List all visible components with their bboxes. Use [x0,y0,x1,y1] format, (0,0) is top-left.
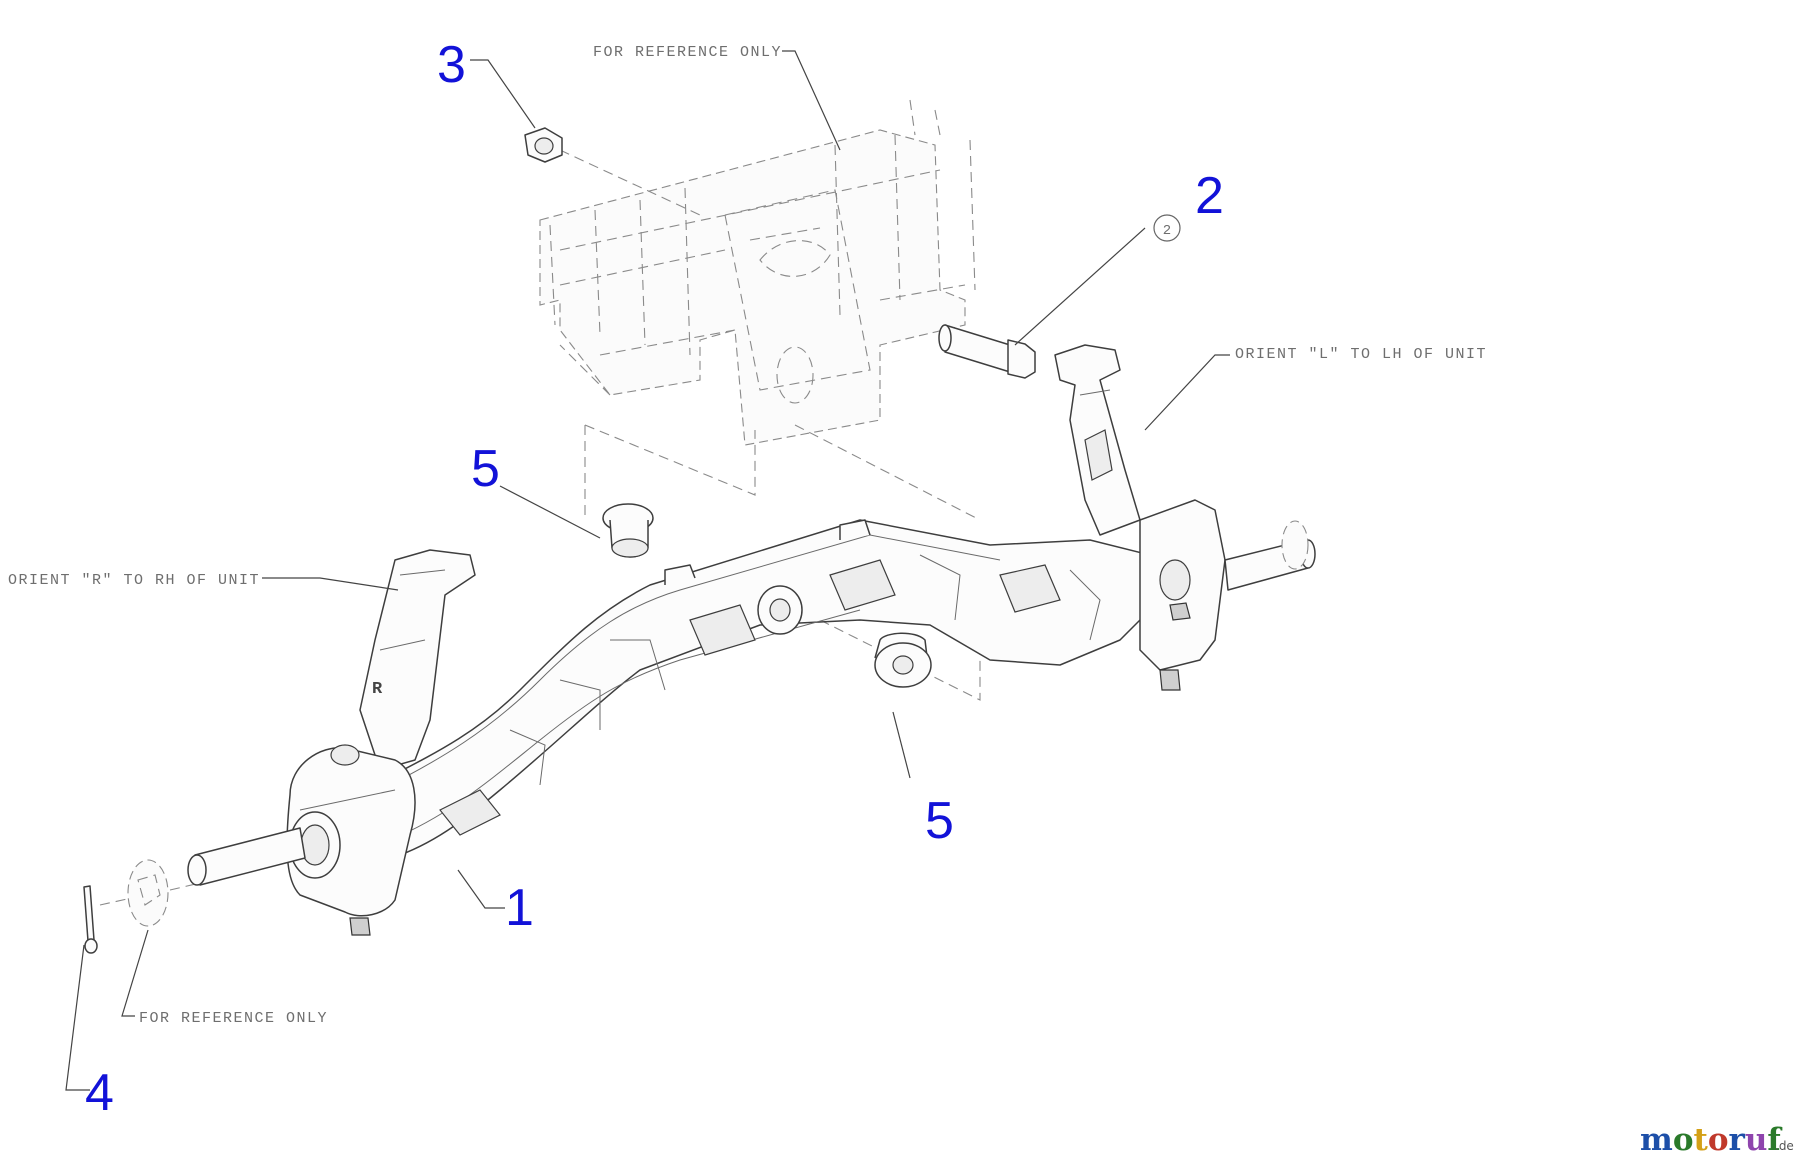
front-axle [187,344,1316,936]
logo-letter: o [1673,1122,1694,1158]
note-orient-left: ORIENT "L" TO LH OF UNIT [1235,346,1487,363]
logo-letter: r [1729,1122,1746,1158]
callout-5-lower: 5 [925,792,954,850]
logo-letter: m [1640,1122,1673,1158]
motoruf-logo: motoruf .de [1640,1122,1794,1158]
logo-letter: u [1745,1122,1768,1158]
pivot-bolt [938,324,1036,379]
spacer-bushing-lower [874,632,932,688]
cotter-pin [83,885,98,954]
bubble-2: 2 [1153,214,1181,242]
logo-letter: o [1708,1122,1729,1158]
motoruf-logo-tld: .de [1775,1139,1794,1153]
callout-2: 2 [1195,167,1224,225]
logo-letter: f [1767,1122,1782,1158]
motoruf-logo-text: motoruf [1640,1122,1782,1158]
reference-washers [127,520,1309,927]
frame-bracket-reference [539,99,976,446]
callout-1: 1 [505,879,534,937]
hex-nut [524,127,563,163]
callout-3: 3 [437,36,466,94]
bubble-2-label: 2 [1163,223,1171,239]
note-orient-right: ORIENT "R" TO RH OF UNIT [8,572,260,589]
callout-4: 4 [85,1064,114,1122]
r-mark: R [372,680,383,699]
note-reference-top: FOR REFERENCE ONLY [593,44,782,61]
note-reference-bottom: FOR REFERENCE ONLY [139,1010,328,1027]
callout-5-upper: 5 [471,440,500,498]
spacer-bushing-upper [602,503,654,558]
logo-letter: t [1694,1122,1709,1158]
leader-lines [65,50,1230,1091]
